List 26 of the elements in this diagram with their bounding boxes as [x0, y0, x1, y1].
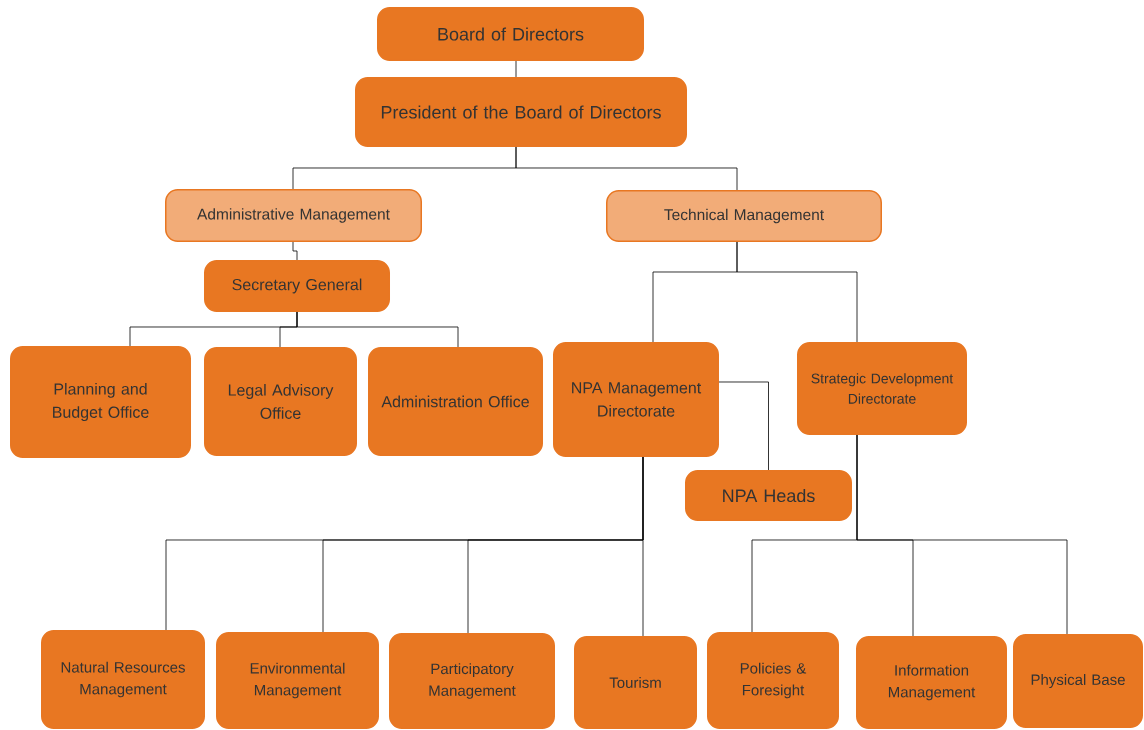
management-box: Technical Management: [606, 190, 882, 242]
org-box: Information Management: [856, 636, 1007, 729]
org-box: Secretary General: [204, 260, 390, 312]
connector-line: [292, 241, 298, 261]
connector-line: [718, 381, 769, 471]
org-box: Planning and Budget Office: [10, 346, 191, 458]
connector-line: [856, 434, 1068, 635]
org-box: Administration Office: [368, 347, 543, 456]
org-box: NPA Heads: [685, 470, 852, 521]
connector-line: [515, 146, 738, 191]
org-box: Board of Directors: [377, 7, 644, 61]
org-box: Policies & Foresight: [707, 632, 839, 729]
org-box: Strategic Development Directorate: [797, 342, 967, 435]
connector-line: [642, 456, 644, 637]
org-box: Physical Base: [1013, 634, 1143, 728]
org-box: Tourism: [574, 636, 697, 729]
org-box: Natural Resources Management: [41, 630, 205, 729]
connector-line: [736, 241, 858, 343]
org-box: Legal Advisory Office: [204, 347, 357, 456]
connector-line: [296, 311, 459, 348]
management-box: Administrative Management: [165, 189, 422, 242]
org-box: NPA Management Directorate: [553, 342, 719, 457]
org-box: President of the Board of Directors: [355, 77, 687, 147]
org-box: Environmental Management: [216, 632, 379, 729]
connector-line: [515, 60, 517, 78]
org-box: Participatory Management: [389, 633, 555, 729]
